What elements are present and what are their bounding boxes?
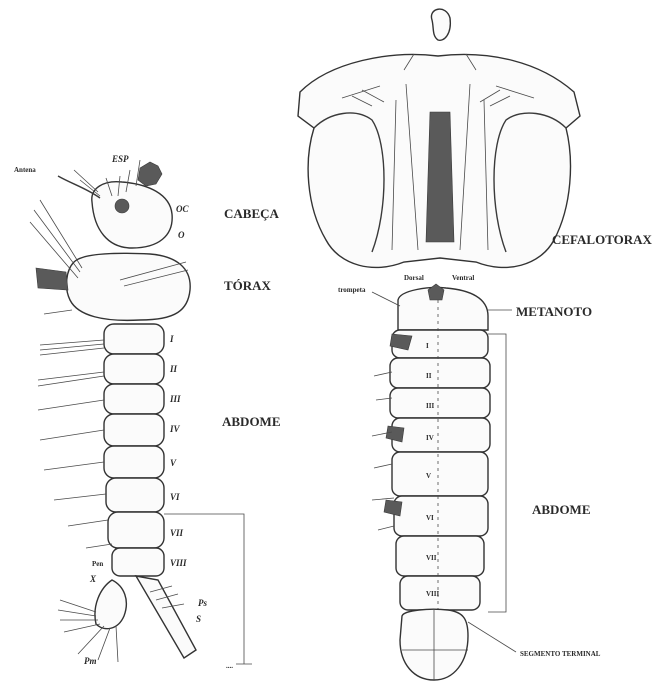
larva-segment-5 — [104, 446, 164, 478]
larva-pp-label: Pen — [92, 560, 103, 568]
pupa-cefalotorax-label: CEFALOTORAX — [552, 232, 653, 247]
larva-roman-6: VI — [170, 492, 180, 502]
pupa-roman-3: III — [426, 402, 434, 410]
pupa-roman-5: V — [426, 472, 431, 480]
larva-abdomen — [104, 324, 164, 576]
pupa-dorsal-label: Dorsal — [404, 274, 424, 282]
larva-o-label: O — [178, 230, 185, 240]
larva-bracket-dots: .... — [226, 662, 233, 670]
larva-antenna-label: Antena — [14, 166, 36, 174]
larva-roman-3: III — [169, 394, 181, 404]
larva-siphon — [136, 576, 196, 658]
larva-lateral-hairs — [38, 340, 112, 548]
pupa-abdome-label: ABDOME — [532, 502, 591, 517]
pupa-roman-1: I — [426, 342, 429, 350]
larva-oc-label: OC — [176, 204, 189, 214]
larva-segment-7 — [108, 512, 164, 548]
larva-segment-4 — [104, 414, 164, 446]
pupa-metanoto-label: METANOTO — [516, 304, 592, 319]
larva-x-label: X — [89, 574, 97, 584]
pupa-roman-8: VIII — [426, 590, 440, 598]
pupa-segment-8 — [400, 576, 480, 610]
pupa-abdomen — [390, 330, 490, 610]
pupa-trumpet-label: trompeta — [338, 286, 366, 294]
larva-roman-8: VIII — [170, 558, 187, 568]
larva-torax-label: TÓRAX — [224, 278, 272, 293]
larva-thorax — [67, 253, 191, 320]
pupa-segment-5 — [392, 452, 488, 496]
pupa-segmento-terminal-label: SEGMENTO TERMINAL — [520, 650, 601, 658]
larva-anal-papillae — [95, 580, 126, 629]
larva-ps-label: Ps — [198, 598, 207, 608]
larva-roman-1: I — [169, 334, 174, 344]
pupa-trumpet — [428, 284, 444, 300]
pupa-trumpet-pointer — [372, 292, 400, 306]
pupa-roman-4: IV — [426, 434, 434, 442]
larva-s-label: S — [196, 614, 201, 624]
pupa-ventral-label: Ventral — [452, 274, 474, 282]
pupa-segment-6 — [394, 496, 488, 536]
larva-figure: .... — [30, 160, 252, 670]
pupa-segment-7 — [396, 536, 484, 576]
larva-segment-1 — [104, 324, 164, 354]
larva-abdome-label: ABDOME — [222, 414, 281, 429]
pupa-roman-2: II — [426, 372, 432, 380]
pupa-roman-7: VII — [426, 554, 437, 562]
larva-antenna — [58, 176, 100, 198]
larva-roman-4: IV — [169, 424, 181, 434]
pupa-terminal-pointer — [468, 622, 516, 652]
larva-esp-label: ESP — [111, 154, 129, 164]
pupa-roman-6: VI — [426, 514, 434, 522]
larva-roman-5: V — [170, 458, 177, 468]
pupa-abdomen-bracket — [488, 334, 506, 612]
larva-segment-2 — [104, 354, 164, 384]
pupa-figure — [298, 9, 580, 680]
pupa-segment-4 — [392, 418, 490, 452]
pupa-center-body — [426, 112, 454, 242]
larva-roman-7: VII — [170, 528, 184, 538]
larva-segment-8 — [112, 548, 164, 576]
larva-segment-6 — [106, 478, 164, 512]
larva-pm-label: Pm — [84, 656, 97, 666]
larva-esp-tuft — [138, 162, 162, 186]
larva-roman-2: II — [169, 364, 178, 374]
larva-cabeca-label: CABEÇA — [224, 206, 280, 221]
larva-eye-spot — [115, 199, 129, 213]
larva-segment-3 — [104, 384, 164, 414]
pupa-segment-2 — [390, 358, 490, 388]
larva-thorax-left-tuft — [36, 268, 68, 290]
pupa-top-knob — [431, 9, 450, 40]
larva-head — [92, 182, 172, 248]
pupa-segment-3 — [390, 388, 490, 418]
